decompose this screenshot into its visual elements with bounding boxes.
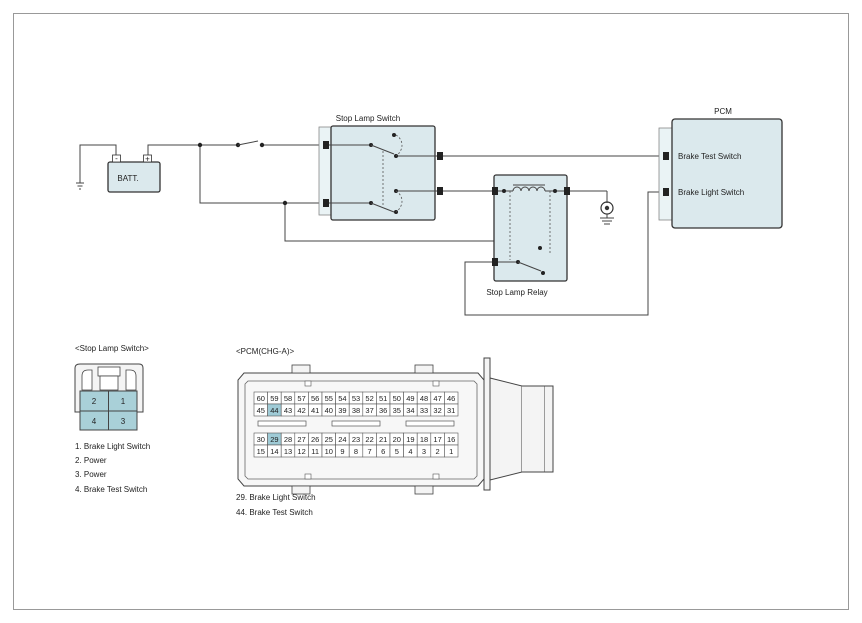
pcm-pin-29: 29 xyxy=(270,435,278,444)
pcm-pin-17: 17 xyxy=(433,435,441,444)
pcm-legend-44: 44. Brake Test Switch xyxy=(236,508,313,517)
pcm-pin-14: 14 xyxy=(270,447,278,456)
pcm-pin-33: 33 xyxy=(420,406,428,415)
pcm-pin-53: 53 xyxy=(352,394,360,403)
pcm-pin-16: 16 xyxy=(447,435,455,444)
pcm-pin-3: 3 xyxy=(422,447,426,456)
ground-symbol-left xyxy=(76,182,84,190)
pcm-pin-50: 50 xyxy=(393,394,401,403)
slsw-pin-2: 2 xyxy=(92,397,97,406)
pcm-pin-49: 49 xyxy=(406,394,414,403)
slsw-pin-4: 4 xyxy=(92,417,97,426)
pcm-pin-6: 6 xyxy=(381,447,385,456)
pcm-body xyxy=(671,118,783,229)
pcm-pin-38: 38 xyxy=(352,406,360,415)
stop-lamp-switch-connector: <Stop Lamp Switch> 2 1 4 3 1. Brake Ligh… xyxy=(74,344,150,494)
pcm-pin-18: 18 xyxy=(420,435,428,444)
pcm-pin-cell xyxy=(444,444,459,458)
diagram-frame xyxy=(13,13,849,610)
pcm-pin-8: 8 xyxy=(354,447,358,456)
pcm-pin-37: 37 xyxy=(365,406,373,415)
pcm-pin-12: 12 xyxy=(297,447,305,456)
pcm-pin-25: 25 xyxy=(325,435,333,444)
pcm-pin-9: 9 xyxy=(340,447,344,456)
pcm-pin-11: 11 xyxy=(311,447,319,456)
pcm-pin-30: 30 xyxy=(257,435,265,444)
pcm-pin-59: 59 xyxy=(270,394,278,403)
pcm-pin-19: 19 xyxy=(406,435,414,444)
stop-lamp-relay: Stop Lamp Relay xyxy=(486,174,570,297)
pcm-pin-24: 24 xyxy=(338,435,346,444)
pcm-pin-51: 51 xyxy=(379,394,387,403)
pcm-pin-42: 42 xyxy=(297,406,305,415)
pcm-pin-31: 31 xyxy=(447,406,455,415)
pcm-pin-13: 13 xyxy=(284,447,292,456)
pcm-pin-10: 10 xyxy=(325,447,333,456)
pcm-pin-60: 60 xyxy=(257,394,265,403)
pcm-pin-35: 35 xyxy=(393,406,401,415)
pcm-pin-22: 22 xyxy=(365,435,373,444)
pcm-pin-55: 55 xyxy=(325,394,333,403)
slsw-legend-2: 2. Power xyxy=(75,456,107,465)
pcm-pin-40: 40 xyxy=(325,406,333,415)
pcm-pin-39: 39 xyxy=(338,406,346,415)
slsw-pin-1: 1 xyxy=(121,397,126,406)
relay-label: Stop Lamp Relay xyxy=(486,288,547,297)
pcm-legend-29: 29. Brake Light Switch xyxy=(236,493,316,502)
pcm-pin-44: 44 xyxy=(270,406,278,415)
battery-body xyxy=(107,161,161,193)
slsw-legend-4: 4. Brake Test Switch xyxy=(75,485,147,494)
pcm-pin-15: 15 xyxy=(257,447,265,456)
stop-lamp-connector-title: <Stop Lamp Switch> xyxy=(75,344,149,353)
slsw-pin-3: 3 xyxy=(121,417,126,426)
pcm-pin-45: 45 xyxy=(257,406,265,415)
pcm-pin-7: 7 xyxy=(368,447,372,456)
pcm-pin-36: 36 xyxy=(379,406,387,415)
pcm-pin-2: 2 xyxy=(436,447,440,456)
ground-symbol-relay xyxy=(600,201,614,225)
battery-label: BATT. xyxy=(117,174,138,183)
wires xyxy=(79,144,665,316)
pcm-pin-cell xyxy=(444,403,459,417)
pcm-pin-56: 56 xyxy=(311,394,319,403)
pcm-pin-1: 1 xyxy=(449,447,453,456)
battery-positive-label: + xyxy=(145,155,150,164)
pcm: PCM Brake Test Switch Brake Light Switch xyxy=(658,107,783,229)
battery-negative-label: - xyxy=(115,154,118,163)
pcm-pin-4: 4 xyxy=(408,447,412,456)
pcm-brake-light-switch: Brake Light Switch xyxy=(678,188,744,197)
pcm-pin-23: 23 xyxy=(352,435,360,444)
pcm-connector-title: <PCM(CHG-A)> xyxy=(236,347,295,356)
stop-lamp-switch-title: Stop Lamp Switch xyxy=(336,114,400,123)
pcm-pin-58: 58 xyxy=(284,394,292,403)
pcm-pin-27: 27 xyxy=(297,435,305,444)
pcm-pin-48: 48 xyxy=(420,394,428,403)
brake-pedal-switch xyxy=(197,140,288,206)
pcm-pin-28: 28 xyxy=(284,435,292,444)
pcm-pin-32: 32 xyxy=(433,406,441,415)
pcm-pin-20: 20 xyxy=(393,435,401,444)
pcm-pin-47: 47 xyxy=(433,394,441,403)
pcm-pin-54: 54 xyxy=(338,394,346,403)
stop-lamp-relay-body xyxy=(493,174,568,282)
pcm-title: PCM xyxy=(714,107,732,116)
pcm-pin-34: 34 xyxy=(406,406,414,415)
pcm-pin-46: 46 xyxy=(447,394,455,403)
pcm-brake-test-switch: Brake Test Switch xyxy=(678,152,741,161)
pcm-pin-5: 5 xyxy=(395,447,399,456)
slsw-legend-1: 1. Brake Light Switch xyxy=(75,442,150,451)
pcm-pin-57: 57 xyxy=(297,394,305,403)
pcm-pin-43: 43 xyxy=(284,406,292,415)
stop-lamp-switch: Stop Lamp Switch xyxy=(318,114,443,221)
slsw-legend-3: 3. Power xyxy=(75,470,107,479)
battery: - + BATT. xyxy=(107,154,161,193)
pcm-pin-21: 21 xyxy=(379,435,387,444)
pcm-pin-52: 52 xyxy=(365,394,373,403)
pcm-pin-41: 41 xyxy=(311,406,319,415)
pcm-pin-26: 26 xyxy=(311,435,319,444)
